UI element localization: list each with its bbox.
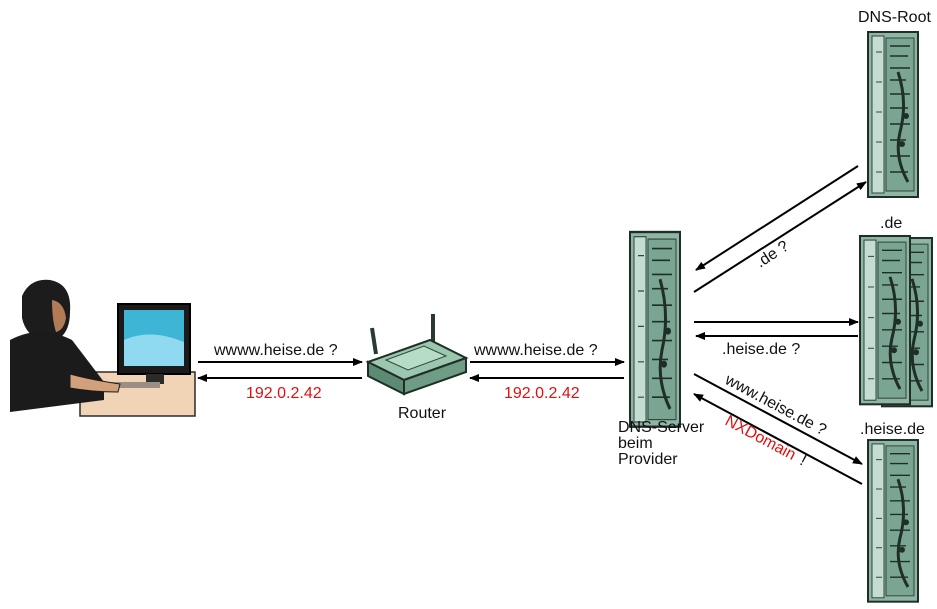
arrow-root-to-dns — [695, 165, 859, 271]
dns-root-server-icon — [866, 30, 920, 199]
router-query-label: wwww.heise.de ? — [473, 342, 598, 359]
user-query-label: wwww.heise.de ? — [213, 342, 338, 359]
heise-de-server-icon — [866, 438, 920, 604]
router-answer-label: 192.0.2.42 — [504, 385, 580, 402]
arrow-heise-to-dns — [693, 393, 863, 485]
provider-dns-label-line-2: beim — [618, 435, 653, 452]
router-icon — [365, 314, 469, 396]
de-server-icon — [858, 234, 934, 408]
provider-dns-label-line-1: DNS-Server — [618, 419, 705, 436]
de-label: .de — [880, 215, 902, 232]
person-at-computer-icon — [10, 279, 196, 417]
dns-root-label: DNS-Root — [858, 9, 931, 26]
de-query-label: .heise.de ? — [722, 341, 800, 358]
provider-dns-label: DNS-Server beim Provider — [618, 419, 709, 468]
provider-dns-label-line-3: Provider — [618, 451, 678, 468]
user-answer-label: 192.0.2.42 — [246, 385, 322, 402]
arrow-dns-to-root — [693, 181, 867, 293]
provider-dns-server-icon — [628, 230, 682, 429]
router-label: Router — [398, 405, 447, 422]
heise-de-label: .heise.de — [860, 421, 925, 438]
arrow-dns-to-heise — [693, 373, 863, 465]
heise-answer-mark: ! — [797, 452, 809, 469]
